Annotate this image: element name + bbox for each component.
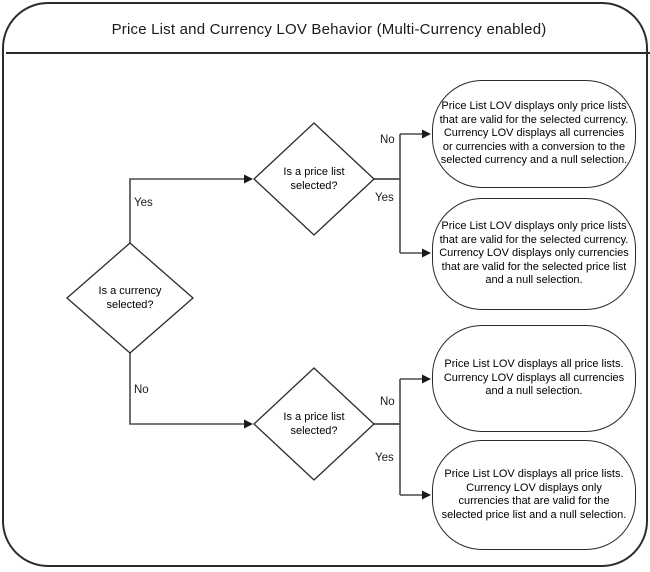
outcome-text: Price List LOV displays all price lists.… bbox=[441, 468, 627, 521]
outcome-text: Price List LOV displays only price lists… bbox=[439, 100, 629, 167]
outcome-text: Price List LOV displays only price lists… bbox=[439, 220, 629, 287]
decision-label-price-list-top: Is a price list selected? bbox=[283, 166, 345, 192]
outcome-box-bottom-no: Price List LOV displays all price lists.… bbox=[432, 325, 636, 432]
branch-label-bottom-no: No bbox=[380, 396, 395, 408]
outcome-text: Price List LOV displays all price lists.… bbox=[443, 358, 625, 398]
branch-label-currency-yes: Yes bbox=[134, 197, 153, 209]
branch-label-top-yes: Yes bbox=[375, 192, 394, 204]
decision-label-price-list-bottom: Is a price list selected? bbox=[283, 411, 345, 437]
branch-label-bottom-yes: Yes bbox=[375, 452, 394, 464]
outcome-box-top-yes: Price List LOV displays only price lists… bbox=[432, 198, 636, 310]
outcome-box-top-no: Price List LOV displays only price lists… bbox=[432, 80, 636, 188]
branch-label-currency-no: No bbox=[134, 384, 149, 396]
outcome-box-bottom-yes: Price List LOV displays all price lists.… bbox=[432, 440, 636, 550]
title-bar: Price List and Currency LOV Behavior (Mu… bbox=[6, 6, 650, 54]
branch-label-top-no: No bbox=[380, 134, 395, 146]
diagram-title: Price List and Currency LOV Behavior (Mu… bbox=[111, 20, 547, 38]
decision-label-currency: Is a currency selected? bbox=[98, 285, 162, 311]
